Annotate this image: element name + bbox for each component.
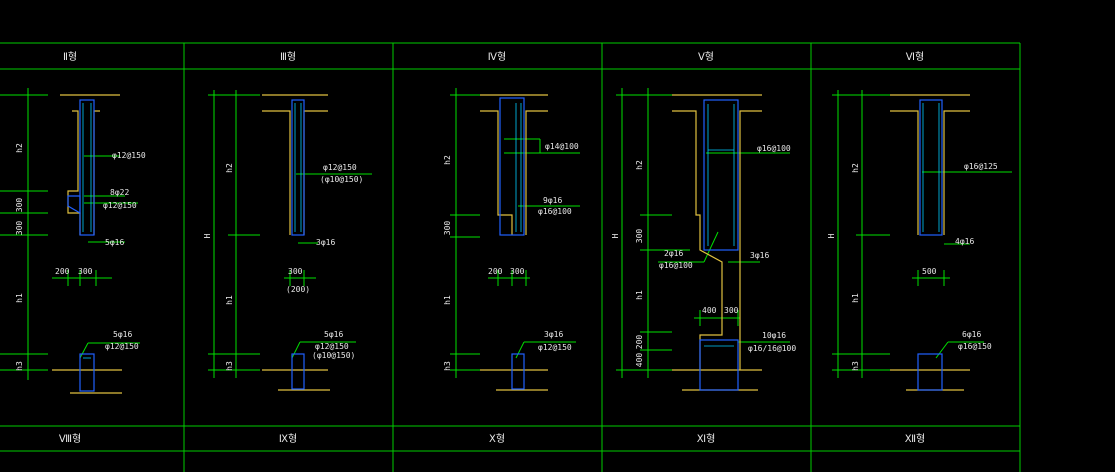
- title-type-6: Ⅵ형: [906, 51, 924, 63]
- dimension-lines: [208, 90, 372, 378]
- title-type-5: Ⅴ형: [698, 51, 714, 63]
- dim-h2: h2: [851, 163, 860, 173]
- rebar-label: 5φ16: [324, 330, 343, 339]
- rebar-label: 6φ16: [962, 330, 981, 339]
- title-type-9: Ⅸ형: [279, 433, 297, 445]
- wall-outline: [672, 94, 762, 391]
- wall-outline: [480, 94, 548, 391]
- dim-h1: h1: [15, 293, 24, 303]
- panel-type-2: h2 300 300 h1 h3 φ12@150 8φ22 φ12@150 5φ…: [0, 88, 146, 394]
- rebar-label: φ12@150: [538, 343, 572, 352]
- dim-h2: h2: [15, 143, 24, 153]
- rebar-label: 2φ16: [664, 249, 683, 258]
- rebar-label: φ16@125: [964, 162, 998, 171]
- rebar-label: φ14@100: [545, 142, 579, 151]
- width-dim: 300: [78, 267, 93, 276]
- concrete-section: [67, 99, 95, 392]
- dim-H: H: [827, 233, 836, 238]
- rebar-label: φ12@150: [112, 151, 146, 160]
- title-type-8: Ⅷ형: [59, 433, 81, 445]
- rebar-label: φ12@150: [315, 342, 349, 351]
- rebar-label: φ16@100: [757, 144, 791, 153]
- title-type-3: Ⅲ형: [280, 51, 296, 63]
- dim-300-a: 300: [15, 198, 24, 213]
- dim-h3: h3: [443, 361, 452, 371]
- panel-type-5: h2 H 300 h1 200 400 φ16@100 2φ16 φ16@100…: [611, 88, 796, 391]
- rebar-label: 3φ16: [544, 330, 563, 339]
- rebar-lines: [515, 103, 522, 232]
- rebar-label: 8φ22: [110, 188, 129, 197]
- dim-h1: h1: [635, 290, 644, 300]
- rebar-label: 10φ16: [762, 331, 786, 340]
- dim-h1: h1: [443, 295, 452, 305]
- rebar-label: φ16@150: [958, 342, 992, 351]
- dim-400: 400: [635, 353, 644, 368]
- dim-300: 300: [443, 221, 452, 236]
- title-type-11: Ⅺ형: [697, 433, 716, 445]
- rebar-label: φ16@100: [538, 207, 572, 216]
- concrete-section: [699, 99, 739, 391]
- dim-h3: h3: [15, 361, 24, 371]
- dim-H: H: [203, 233, 212, 238]
- dimension-lines: [0, 88, 140, 380]
- dim-h3: h3: [851, 361, 860, 371]
- title-type-12: Ⅻ형: [905, 433, 926, 445]
- panel-type-3: h2 H h1 h3 φ12@150 (φ10@150) 3φ16 5φ16 φ…: [203, 90, 372, 391]
- rebar-label: 4φ16: [955, 237, 974, 246]
- rebar-label: φ12@150: [323, 163, 357, 172]
- width-dim: 500: [922, 267, 937, 276]
- dim-300: 300: [635, 229, 644, 244]
- rebar-label: φ16@100: [659, 261, 693, 270]
- dim-h3: h3: [225, 361, 234, 371]
- rebar-lines: [922, 103, 940, 232]
- rebar-label: φ12@150: [103, 201, 137, 210]
- dim-h1: h1: [851, 293, 860, 303]
- width-dim: 300: [510, 267, 525, 276]
- dimension-lines: [832, 90, 1012, 378]
- width-dim: 400: [702, 306, 717, 315]
- title-type-10: Ⅹ형: [489, 433, 505, 445]
- rebar-label: 5φ16: [113, 330, 132, 339]
- rebar-lines: [294, 103, 302, 232]
- rebar-label: 3φ16: [750, 251, 769, 260]
- rebar-lines: [82, 103, 92, 359]
- width-dim: 300: [724, 306, 739, 315]
- bottom-titles: Ⅷ형 Ⅸ형 Ⅹ형 Ⅺ형 Ⅻ형: [59, 433, 925, 445]
- rebar-lines: [704, 104, 735, 347]
- concrete-section: [917, 99, 943, 391]
- dim-300-b: 300: [15, 221, 24, 236]
- width-dim: 200: [488, 267, 503, 276]
- dimension-lines: [616, 88, 790, 378]
- rebar-label: (φ10@150): [312, 351, 355, 360]
- width-dim: 200: [55, 267, 70, 276]
- panel-type-6: h2 H h1 h3 φ16@125 4φ16 6φ16 φ16@150 500: [827, 90, 1012, 391]
- rebar-label: φ16/16@100: [748, 344, 796, 353]
- dim-h2: h2: [225, 163, 234, 173]
- dim-H: H: [611, 233, 620, 238]
- width-dim: 300: [288, 267, 303, 276]
- title-type-4: Ⅳ형: [488, 51, 506, 63]
- concrete-section: [499, 97, 525, 390]
- dim-200: 200: [635, 335, 644, 350]
- dim-h1: h1: [225, 295, 234, 305]
- rebar-label: φ12@150: [105, 342, 139, 351]
- panel-type-4: h2 300 h1 h3 φ14@100 9φ16 φ16@100 3φ16 φ…: [443, 88, 580, 391]
- table-grid: [0, 42, 1021, 472]
- rebar-label: 9φ16: [543, 196, 562, 205]
- concrete-section: [291, 99, 305, 390]
- dim-h2: h2: [635, 160, 644, 170]
- dim-h2: h2: [443, 155, 452, 165]
- wall-outline: [890, 94, 970, 391]
- width-dim: (200): [286, 285, 310, 294]
- title-type-2: Ⅱ형: [63, 51, 77, 63]
- top-titles: Ⅱ형 Ⅲ형 Ⅳ형 Ⅴ형 Ⅵ형: [63, 51, 924, 63]
- rebar-label: 5φ16: [105, 238, 124, 247]
- rebar-label: 3φ16: [316, 238, 335, 247]
- dimension-lines: [450, 88, 580, 378]
- rebar-label: (φ10@150): [320, 175, 363, 184]
